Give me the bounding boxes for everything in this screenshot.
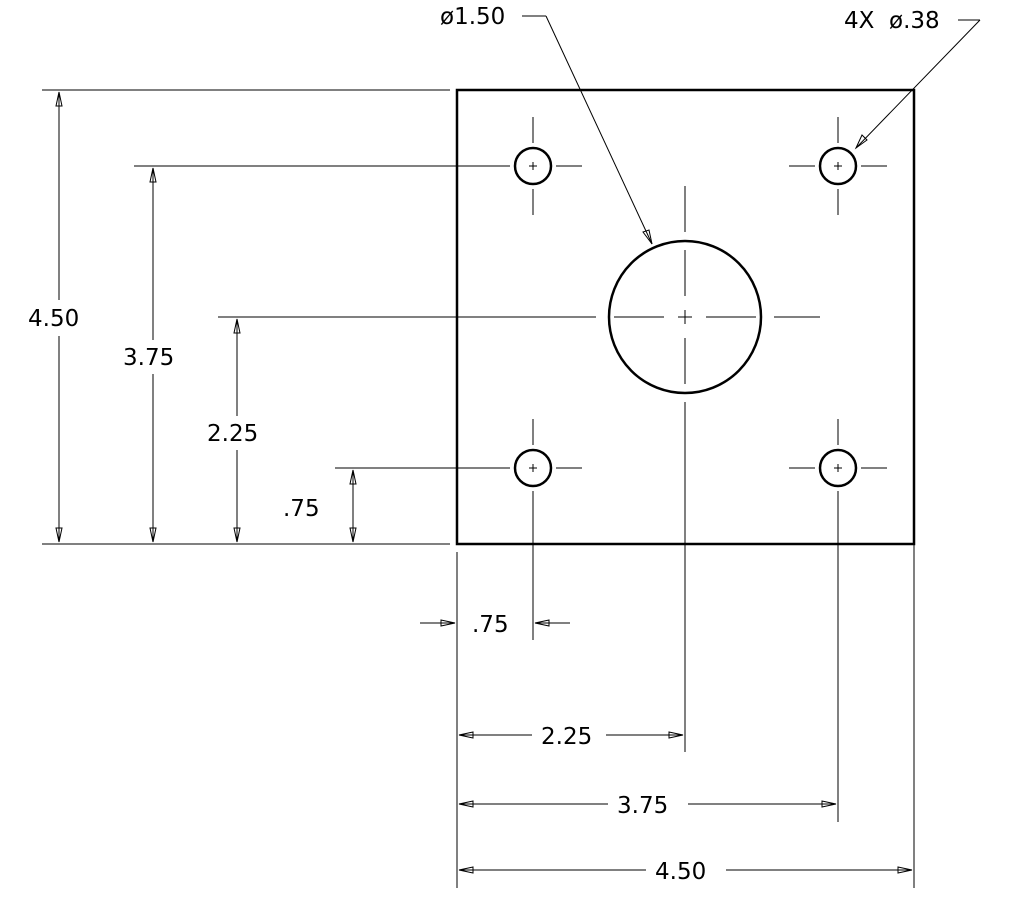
dim-vertical-overall: 4.50 — [28, 306, 79, 332]
horizontal-dimension-lines — [420, 622, 912, 871]
small-hole-top-left — [513, 146, 553, 186]
extension-lines-left — [42, 89, 548, 545]
vertical-dimension-lines — [58, 92, 354, 542]
centerlines-small-holes — [485, 117, 887, 822]
dim-vertical-center-hole: 2.25 — [207, 421, 258, 447]
dim-horizontal-left-holes: .75 — [472, 612, 509, 638]
extension-lines-bottom — [456, 90, 915, 888]
large-hole — [607, 239, 763, 395]
small-hole-top-right — [818, 146, 858, 186]
dim-horizontal-center-hole: 2.25 — [541, 724, 592, 750]
leader-arrowheads — [642, 134, 868, 245]
callout-large-hole: ø1.50 — [440, 4, 505, 30]
dim-vertical-top-holes: 3.75 — [123, 345, 174, 371]
dim-horizontal-overall: 4.50 — [655, 859, 706, 885]
vertical-arrowheads — [55, 91, 357, 543]
dim-horizontal-right-holes: 3.75 — [617, 793, 668, 819]
dim-vertical-bottom-holes: .75 — [283, 496, 320, 522]
callout-small-holes: 4X ø.38 — [844, 8, 940, 34]
centerlines-large-hole — [548, 186, 820, 752]
small-hole-bottom-left — [513, 448, 553, 488]
horizontal-arrowheads — [440, 619, 913, 874]
leader-lines — [522, 15, 981, 245]
small-hole-bottom-right — [818, 448, 858, 488]
